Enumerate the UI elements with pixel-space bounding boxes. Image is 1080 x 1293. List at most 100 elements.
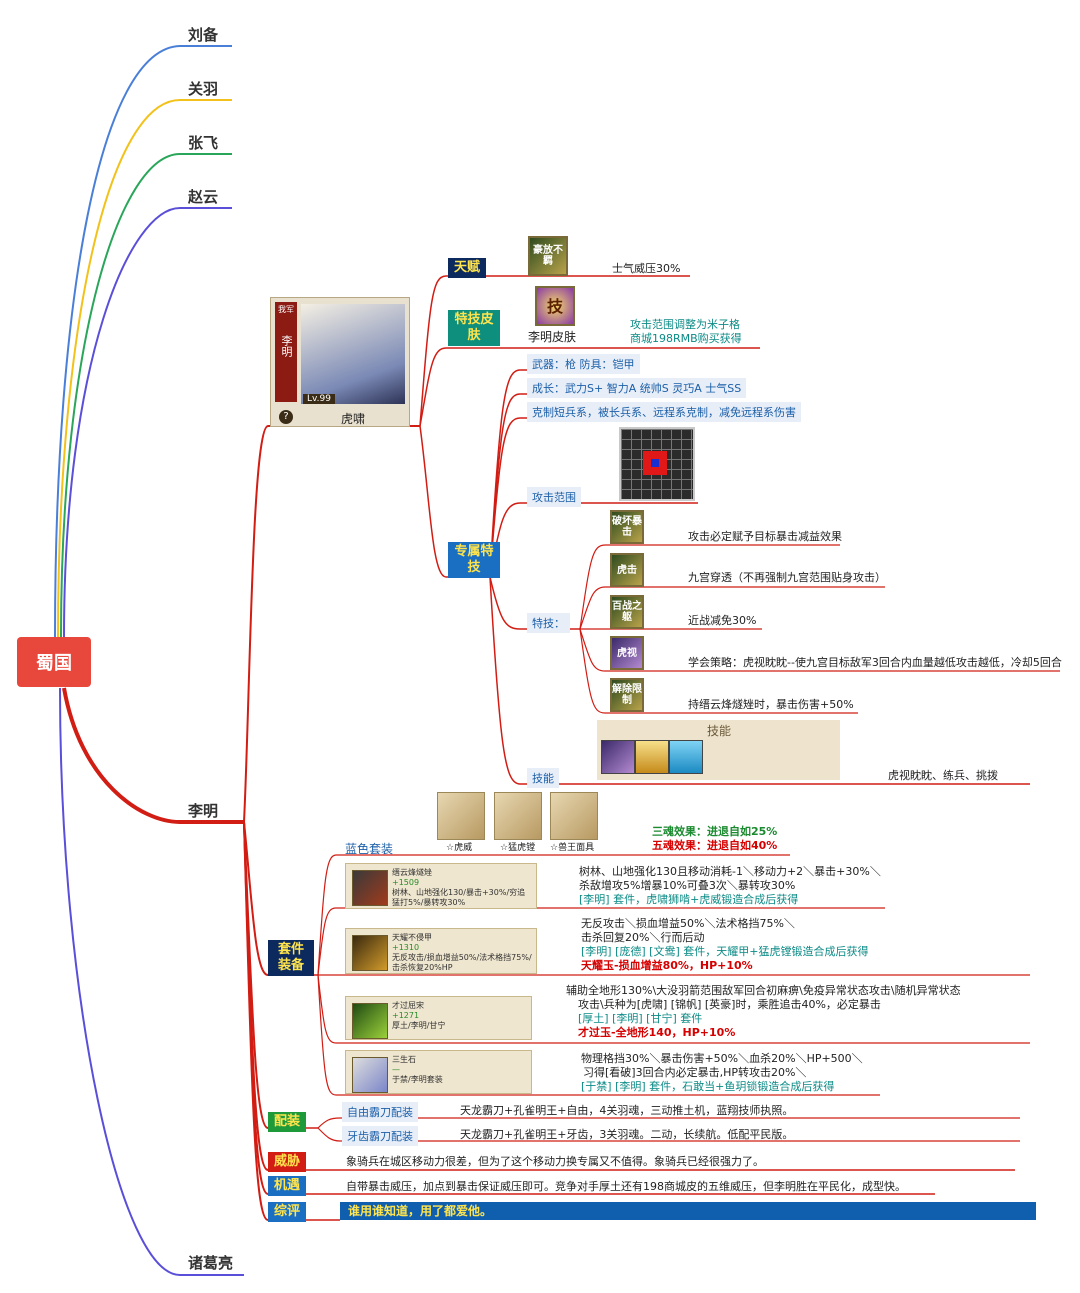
branch-zhangfei[interactable]: 张飞 bbox=[188, 134, 219, 152]
blue-set-label: 蓝色套装 bbox=[345, 842, 394, 856]
item-1-card-name: 缙云烽燧矬 bbox=[392, 868, 432, 877]
hero-portrait: 我军 李明 Lv.99 ? 虎啸 bbox=[270, 297, 410, 427]
item-4-card-plus: — bbox=[392, 1065, 400, 1074]
weapon-line: 武器：枪 防具：铠甲 bbox=[527, 354, 640, 374]
threat-text: 象骑兵在城区移动力很差，但为了这个移动力换专属又不值得。象骑兵已经很强力了。 bbox=[346, 1155, 764, 1168]
config-row-1-text: 天龙霸刀+孔雀明王+自由，4关羽魂，三动推土机，蓝翔技师执照。 bbox=[460, 1104, 794, 1117]
item-2-card-name: 天耀不侵甲 bbox=[392, 933, 432, 942]
config-row-2-text: 天龙霸刀+孔雀明王+牙齿，3关羽魂。二动，长续航。低配平民版。 bbox=[460, 1128, 794, 1141]
branch-guanyu[interactable]: 关羽 bbox=[188, 80, 219, 98]
skills-label: 技能 bbox=[527, 768, 559, 788]
item-1-line1: 树林、山地强化130且移动消耗-1＼移动力+2＼暴击+30%＼ bbox=[579, 865, 881, 878]
special-label: 特技： bbox=[527, 613, 570, 633]
exclusive-tag[interactable]: 专属特技 bbox=[448, 542, 500, 578]
portrait-level: Lv.99 bbox=[303, 394, 335, 404]
growth-line: 成长：武力S+ 智力A 统帅S 灵巧A 士气SS bbox=[527, 378, 747, 398]
blue-item-1-icon bbox=[437, 792, 485, 840]
item-3-card-text: 才过屈宋 +1271 厚土/李明/甘宁 bbox=[392, 1001, 532, 1031]
attack-range-grid bbox=[619, 427, 695, 501]
branch-liubei[interactable]: 刘备 bbox=[188, 26, 219, 44]
item-2-card-plus: +1310 bbox=[392, 943, 420, 952]
item-2-icon bbox=[352, 935, 388, 971]
special-text-4: 学会策略：虎视眈眈--使九宫目标敌军3回合内血量越低攻击越低，冷却5回合 bbox=[688, 656, 1062, 669]
opportunity-tag[interactable]: 机遇 bbox=[268, 1176, 307, 1196]
config-tag[interactable]: 配装 bbox=[268, 1112, 307, 1132]
item-1-card-text: 缙云烽燧矬 +1509 树林、山地强化130/暴击+30%/穷追猛打5%/暴转攻… bbox=[392, 868, 532, 908]
item-4-card-text: 三生石 — 于禁/李明套装 bbox=[392, 1055, 532, 1085]
config-row-2-label: 牙齿霸刀配装 bbox=[342, 1126, 418, 1146]
blue-item-2-icon bbox=[494, 792, 542, 840]
review-tag[interactable]: 综评 bbox=[268, 1202, 307, 1222]
item-4-card-name: 三生石 bbox=[392, 1055, 416, 1064]
item-3-card-desc: 厚土/李明/甘宁 bbox=[392, 1021, 446, 1030]
item-card-2[interactable]: 天耀不侵甲 +1310 无反攻击/损血增益50%/法术格挡75%/击杀恢复20%… bbox=[345, 928, 537, 974]
special-icon-3: 百战之躯 bbox=[610, 595, 644, 629]
three-soul-effect: 三魂效果：进退自如25% bbox=[652, 825, 778, 838]
skin-line1: 攻击范围调整为米子格 bbox=[630, 318, 740, 331]
special-text-1: 攻击必定赋予目标暴击减益效果 bbox=[688, 530, 842, 543]
item-4-line2: 习得[看破]3回合内必定暴击,HP转攻击20%＼ bbox=[583, 1066, 807, 1079]
blue-item-1-name: ☆虎威 bbox=[446, 843, 473, 853]
review-text: 谁用谁知道，用了都爱他。 bbox=[340, 1202, 1036, 1220]
item-4-line1: 物理格挡30%＼暴击伤害+50%＼血杀20%＼HP+500＼ bbox=[581, 1052, 863, 1065]
skill-icon-1[interactable] bbox=[601, 740, 635, 774]
skill-icon-3[interactable] bbox=[669, 740, 703, 774]
item-4-set: [于禁] [李明] 套件，石敢当+鱼玥锁锻造合成后获得 bbox=[581, 1080, 835, 1093]
branch-liming[interactable]: 李明 bbox=[188, 802, 219, 820]
counter-line: 克制短兵系，被长兵系、远程系克制，减免远程系伤害 bbox=[527, 402, 801, 422]
skill-icon-2[interactable] bbox=[635, 740, 669, 774]
portrait-faction-strip: 我军 李明 bbox=[275, 302, 297, 402]
skills-panel-title: 技能 bbox=[707, 724, 732, 738]
range-label: 攻击范围 bbox=[527, 487, 581, 507]
special-icon-2: 虎击 bbox=[610, 553, 644, 587]
item-3-card-plus: +1271 bbox=[392, 1011, 420, 1020]
item-4-icon bbox=[352, 1057, 388, 1093]
branch-zhaoyun[interactable]: 赵云 bbox=[188, 188, 219, 206]
portrait-caption: 虎啸 bbox=[341, 412, 366, 426]
blue-item-3-icon bbox=[550, 792, 598, 840]
config-row-1-label: 自由霸刀配装 bbox=[342, 1102, 418, 1122]
item-2-card-text: 天耀不侵甲 +1310 无反攻击/损血增益50%/法术格挡75%/击杀恢复20%… bbox=[392, 933, 532, 973]
special-icon-1: 破坏暴击 bbox=[610, 510, 644, 544]
skin-tag[interactable]: 特技皮肤 bbox=[448, 310, 500, 346]
item-3-bonus: 才过玉-全地形140，HP+10% bbox=[578, 1026, 736, 1039]
item-1-icon bbox=[352, 870, 388, 906]
item-1-line2: 杀敌增攻5%增暴10%可叠3次＼暴转攻30% bbox=[579, 879, 796, 892]
item-1-card-desc: 树林、山地强化130/暴击+30%/穷追猛打5%/暴转攻30% bbox=[392, 888, 526, 907]
special-icon-4: 虎视 bbox=[610, 636, 644, 670]
item-2-card-desc: 无反攻击/损血增益50%/法术格挡75%/击杀恢复20%HP bbox=[392, 953, 532, 972]
special-icon-5: 解除限制 bbox=[610, 678, 644, 712]
item-3-card-name: 才过屈宋 bbox=[392, 1001, 424, 1010]
item-card-1[interactable]: 缙云烽燧矬 +1509 树林、山地强化130/暴击+30%/穷追猛打5%/暴转攻… bbox=[345, 863, 537, 909]
equipment-tag[interactable]: 套件装备 bbox=[268, 940, 314, 976]
branch-zhugeliang[interactable]: 诸葛亮 bbox=[188, 1254, 234, 1272]
root-node[interactable]: 蜀国 bbox=[17, 637, 91, 687]
item-3-line2: 攻击\兵种为[虎啸] [锦帆] [英豪]时，乘胜追击40%，必定暴击 bbox=[578, 998, 881, 1011]
item-4-card-desc: 于禁/李明套装 bbox=[392, 1075, 443, 1084]
five-soul-effect: 五魂效果：进退自如40% bbox=[652, 839, 778, 852]
skin-icon: 技 bbox=[535, 286, 575, 326]
item-3-icon bbox=[352, 1003, 388, 1039]
special-text-2: 九宫穿透（不再强制九宫范围贴身攻击） bbox=[688, 571, 886, 584]
item-card-3[interactable]: 才过屈宋 +1271 厚土/李明/甘宁 bbox=[345, 996, 532, 1040]
blue-item-3-name: ☆兽王面具 bbox=[550, 843, 595, 853]
threat-tag[interactable]: 威胁 bbox=[268, 1152, 307, 1172]
range-center bbox=[643, 451, 667, 475]
blue-item-2-name: ☆猛虎镗 bbox=[500, 843, 536, 853]
item-1-card-plus: +1509 bbox=[392, 878, 420, 887]
item-2-line2: 击杀回复20%＼行而后动 bbox=[581, 931, 705, 944]
skin-caption: 李明皮肤 bbox=[528, 330, 577, 344]
item-2-set: [李明] [庞德] [文鸯] 套件，天耀甲+猛虎镗锻造合成后获得 bbox=[581, 945, 869, 958]
item-3-set: [厚土] [李明] [甘宁] 套件 bbox=[578, 1012, 703, 1025]
opportunity-text: 自带暴击威压，加点到暴击保证威压即可。竞争对手厚土还有198商城皮的五维威压，但… bbox=[346, 1180, 906, 1193]
portrait-name: 李明 bbox=[280, 335, 293, 357]
help-icon[interactable]: ? bbox=[279, 410, 293, 424]
portrait-faction: 我军 bbox=[278, 305, 294, 314]
item-card-4[interactable]: 三生石 — 于禁/李明套装 bbox=[345, 1050, 532, 1094]
skin-line2: 商城198RMB购买获得 bbox=[630, 332, 742, 345]
talent-icon: 豪放不羁 bbox=[528, 236, 568, 276]
item-2-bonus: 天耀玉-损血增益80%，HP+10% bbox=[581, 959, 753, 972]
talent-tag[interactable]: 天赋 bbox=[448, 258, 487, 278]
talent-text: 士气威压30% bbox=[612, 262, 681, 275]
